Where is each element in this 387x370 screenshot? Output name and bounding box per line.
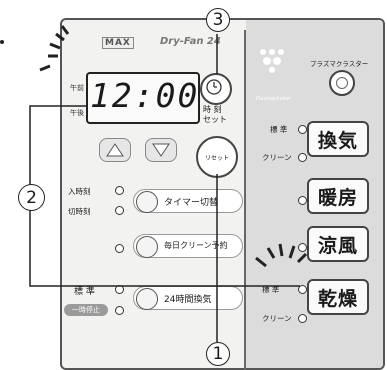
- plasmacluster-logo-text: Plasmacluster: [256, 96, 292, 102]
- mode-std-led: [298, 125, 307, 134]
- pause-label: 一時停止: [64, 304, 108, 316]
- callout-2: 2: [18, 184, 45, 211]
- daily-clean-button[interactable]: 毎日クリーン予約: [133, 234, 243, 258]
- reset-label: リセット: [204, 154, 229, 162]
- ventilation-mode-button[interactable]: 換気: [307, 121, 369, 157]
- callout-3: 3: [206, 8, 230, 32]
- brand-logo: MAX: [102, 37, 134, 49]
- triangle-up-icon: [106, 143, 124, 157]
- plasma-button-ring: [336, 77, 348, 89]
- timer-icon: [136, 191, 158, 213]
- model-name: Dry-Fan 24: [160, 36, 221, 47]
- mode-std-label: 標 準: [270, 125, 288, 134]
- timer-off-label: 切時刻: [68, 207, 91, 216]
- clock-icon: [206, 79, 222, 95]
- daily-clean-label: 毎日クリーン予約: [164, 241, 228, 250]
- mode-clean-label: クリーン: [262, 153, 292, 162]
- up-button[interactable]: [99, 138, 131, 162]
- time-digits: 12:00: [90, 76, 200, 115]
- callout-1: 1: [206, 342, 230, 366]
- clock-set-label-2: セット: [203, 115, 227, 124]
- sparkle-icon: [136, 236, 158, 258]
- reset-button[interactable]: リセット: [196, 136, 238, 178]
- am-indicator: 午前: [70, 84, 84, 92]
- heat-led: [298, 196, 307, 205]
- vent-std-label: 標 準: [74, 287, 95, 297]
- heating-mode-button[interactable]: 暖房: [307, 178, 369, 214]
- vent24-label: 24時間換気: [164, 295, 212, 305]
- timer-on-led: [115, 186, 124, 195]
- cool-led: [298, 243, 307, 252]
- pause-led: [115, 306, 124, 315]
- timer-switch-label: タイマー切替: [164, 198, 219, 208]
- panel-divider: [244, 30, 246, 370]
- plasma-label: プラズマクラスター: [310, 60, 369, 68]
- timer-switch-button[interactable]: タイマー切替: [133, 189, 243, 213]
- pm-indicator: 午後: [70, 109, 84, 117]
- timer-off-led: [115, 206, 124, 215]
- mode-clean-led: [298, 153, 307, 162]
- timer-on-label: 入時刻: [68, 187, 91, 196]
- dry-clean-label: クリーン: [262, 314, 292, 323]
- plasma-button[interactable]: [329, 70, 355, 96]
- down-button[interactable]: [145, 138, 177, 162]
- triangle-down-icon: [152, 143, 170, 157]
- clock-set-button[interactable]: [200, 73, 232, 105]
- clock-set-label-1: 時 刻: [203, 105, 222, 114]
- dry-std-label: 標 準: [262, 285, 280, 294]
- drying-mode-button[interactable]: 乾燥: [307, 279, 369, 315]
- dry-clean-led: [298, 314, 307, 323]
- fan-icon: [136, 288, 158, 310]
- daily-clean-led: [115, 244, 124, 253]
- cool-breeze-mode-button[interactable]: 涼風: [307, 226, 369, 262]
- vent24-button[interactable]: 24時間換気: [133, 286, 243, 310]
- clock-display: [86, 72, 200, 124]
- dry-std-led: [298, 285, 307, 294]
